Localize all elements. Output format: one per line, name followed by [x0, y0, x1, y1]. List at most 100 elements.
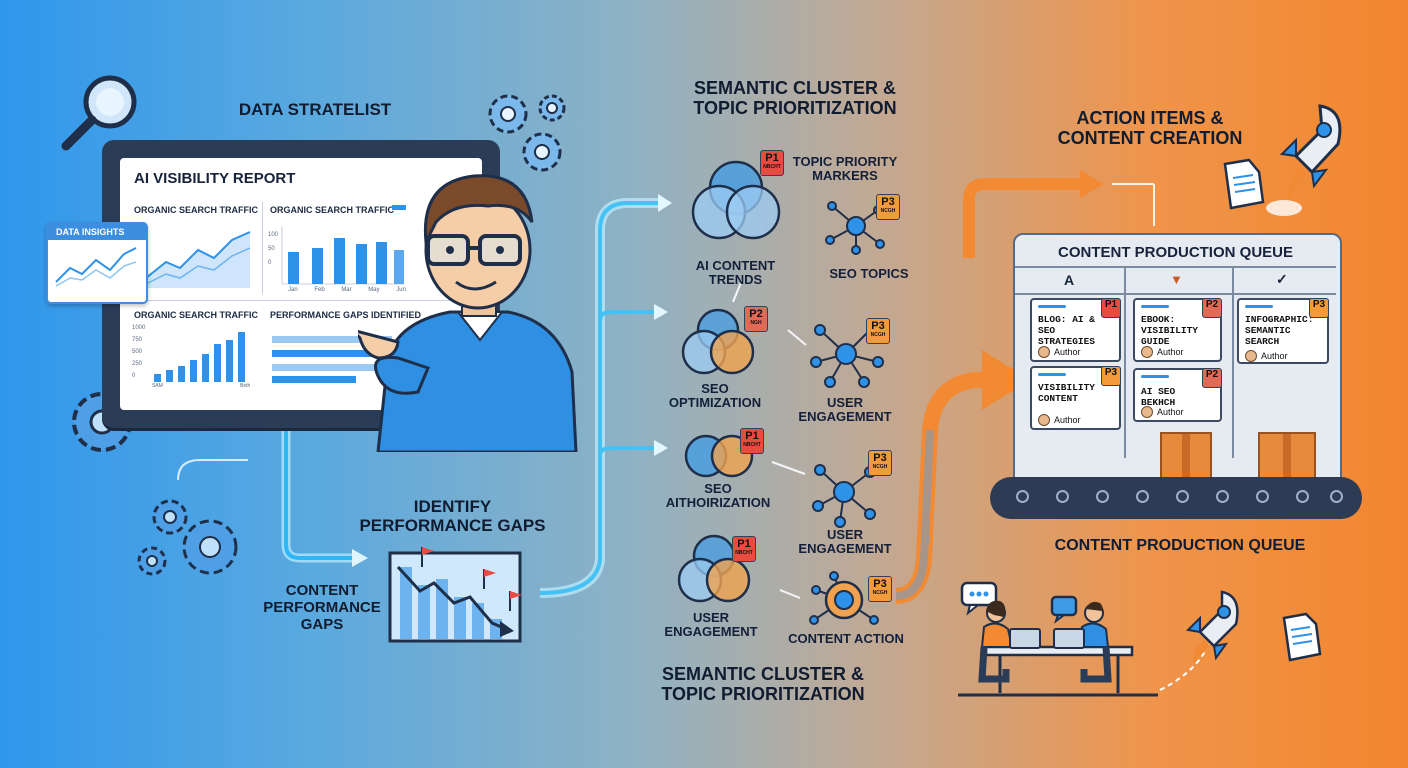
card-author: Author: [1141, 346, 1184, 358]
user-engagement-label-3: USER ENGAGEMENT: [664, 610, 758, 640]
author-avatar-icon: [1038, 414, 1050, 426]
queue-card[interactable]: VISIBILITY CONTENT P3 Author: [1030, 366, 1121, 430]
team-collaboration-illustration: [958, 581, 1158, 697]
screen-divider-h: [128, 300, 474, 301]
card-stripe: [1038, 373, 1066, 376]
queue-divider: [1015, 266, 1336, 268]
card-title: VISIBILITY CONTENT: [1038, 382, 1096, 404]
rocket-icon-small: [1184, 590, 1239, 664]
panel-performance-gaps: PERFORMANCE GAPS IDENTIFIED: [270, 310, 422, 320]
queue-card[interactable]: INFOGRAPHIC: SEMANTIC SEARCH P3 Author: [1237, 298, 1329, 364]
panel-organic-traffic-3: ORGANIC SEARCH TRAFFIC: [134, 310, 258, 320]
document-icon: [1223, 158, 1265, 210]
seo-optimization-label: SEO OPTIMIZATION: [668, 381, 762, 411]
network-content-action: [809, 571, 879, 625]
author-avatar-icon: [1141, 406, 1153, 418]
content-performance-gaps-label: CONTENT PERFORMANCE GAPS: [263, 582, 381, 633]
user-engagement-label-2: USER ENGAGEMENT: [798, 527, 892, 557]
ai-content-trends-label: AI CONTENT TRENDS: [695, 258, 776, 288]
report-title: AI VISIBILITY REPORT: [134, 170, 296, 187]
gears-icon-bottom: [137, 499, 238, 576]
data-insights-card: DATA INSIGHTS: [46, 222, 148, 304]
card-stripe: [1141, 305, 1169, 308]
panel-organic-traffic-1: ORGANIC SEARCH TRAFFIC: [134, 205, 258, 215]
queue-title: CONTENT PRODUCTION QUEUE: [1057, 244, 1293, 261]
card-title: EBOOK: VISIBILITY GUIDE: [1141, 314, 1199, 347]
gap-bar: [272, 336, 392, 343]
card-stripe: [1038, 305, 1066, 308]
action-items-heading: ACTION ITEMS & CONTENT CREATION: [1057, 108, 1243, 149]
card-title: BLOG: AI & SEO STRATEGIES: [1038, 314, 1096, 347]
queue-card[interactable]: AI SEO BEKHCH P2 Author: [1133, 368, 1222, 422]
card-title: AI SEO BEKHCH: [1141, 386, 1176, 408]
conveyor-belt: [990, 477, 1362, 519]
queue-column-header-done: ✓: [1276, 271, 1288, 287]
card-author: Author: [1141, 406, 1184, 418]
queue-card[interactable]: BLOG: AI & SEO STRATEGIES P1 Author: [1030, 298, 1121, 362]
venn-ai-trends: [691, 160, 781, 240]
card-author: Author: [1038, 414, 1081, 426]
queue-column-header-progress: ▼: [1170, 272, 1183, 287]
package-box-icon: [1160, 432, 1212, 480]
growth-axis-end: Beth: [240, 383, 251, 389]
user-engagement-label-1: USER ENGAGEMENT: [798, 395, 892, 425]
gap-bar: [272, 364, 384, 371]
gears-icon: [488, 94, 566, 172]
queue-column-divider: [1232, 268, 1234, 458]
network-seo-topics: [825, 201, 885, 255]
author-avatar-icon: [1245, 350, 1257, 362]
author-avatar-icon: [1038, 346, 1050, 358]
card-priority-badge: P2: [1202, 298, 1222, 318]
identify-gaps-heading: IDENTIFY PERFORMANCE GAPS: [359, 497, 546, 536]
gaps-decline-chart: [388, 547, 522, 643]
content-action-label: CONTENT ACTION: [788, 631, 904, 646]
network-user-engagement-2: [812, 464, 876, 528]
card-stripe: [1141, 375, 1169, 378]
queue-divider: [1015, 293, 1336, 295]
growth-axis-start: SAM: [152, 383, 163, 389]
screen-divider: [262, 202, 263, 294]
gap-bar: [272, 350, 374, 357]
seo-authorization-label: SEO AITHOIRIZATION: [665, 481, 771, 511]
semantic-cluster-heading-top: SEMANTIC CLUSTER & TOPIC PRIORITIZATION: [693, 78, 897, 119]
gap-bar: [272, 376, 356, 383]
traffic-bar-chart: [281, 226, 404, 285]
traffic-growth-chart: [154, 332, 245, 382]
queue-column-header-a: A: [1064, 272, 1075, 288]
panel-organic-traffic-2: ORGANIC SEARCH TRAFFIC: [270, 205, 394, 215]
card-priority-badge: P3: [1101, 366, 1121, 386]
queue-column-divider: [1124, 268, 1126, 458]
venn-seo-optimization: [681, 308, 755, 375]
author-avatar-icon: [1141, 346, 1153, 358]
queue-card[interactable]: EBOOK: VISIBILITY GUIDE P2 Author: [1133, 298, 1222, 362]
document-icon-small: [1282, 612, 1322, 662]
strategist-character: [358, 174, 578, 452]
traffic-line-chart: [145, 231, 251, 288]
queue-footer-label: CONTENT PRODUCTION QUEUE: [1054, 537, 1306, 554]
legend-swatch: [392, 205, 406, 210]
topic-priority-markers-label: TOPIC PRIORITY MARKERS: [792, 154, 898, 184]
package-box-icon: [1258, 432, 1316, 480]
card-author: Author: [1038, 346, 1081, 358]
seo-topics-label: SEO TOPICS: [829, 266, 909, 281]
semantic-cluster-heading-bottom: SEMANTIC CLUSTER & TOPIC PRIORITIZATION: [661, 664, 865, 705]
card-author: Author: [1245, 350, 1288, 362]
card-title: INFOGRAPHIC: SEMANTIC SEARCH: [1245, 314, 1314, 347]
rocket-icon: [1266, 104, 1342, 216]
card-priority-badge: P3: [1309, 298, 1329, 318]
card-stripe: [1245, 305, 1273, 308]
data-strategist-heading: DATA STRATELIST: [238, 100, 392, 119]
data-insights-label: DATA INSIGHTS: [48, 224, 146, 240]
